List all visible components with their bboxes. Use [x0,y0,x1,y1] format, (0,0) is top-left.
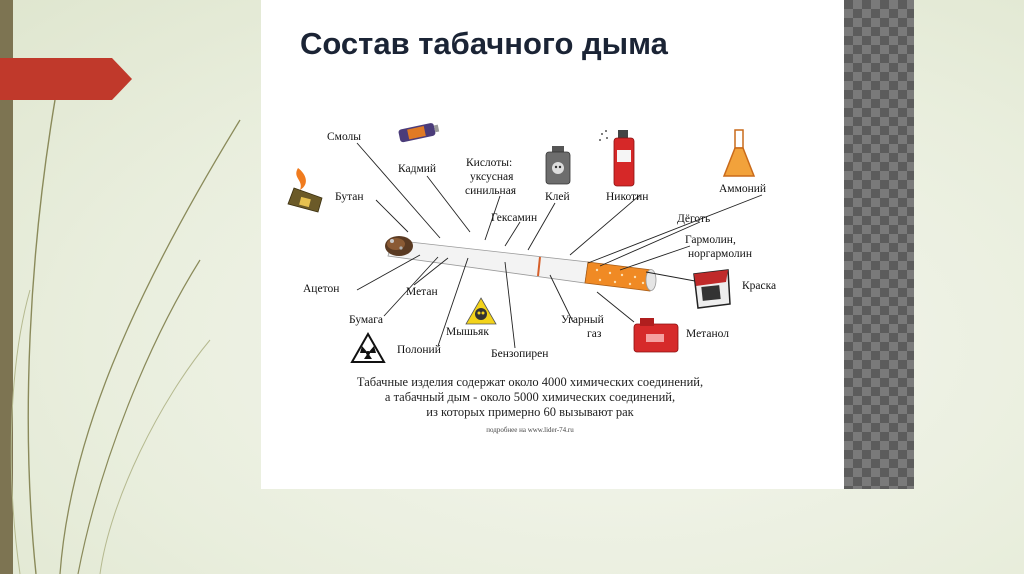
note-line-3: из которых примерно 60 вызывают рак [426,405,634,419]
lighter-icon [287,168,323,213]
label-degot: Дёготь [677,213,710,225]
label-ammoniy: Аммоний [719,183,766,195]
label-poloniy: Полоний [397,344,441,356]
label-garmolin-1: Гармолин, [685,234,736,246]
label-kisloty-2: уксусная [470,171,514,183]
slide-title: Состав табачного дыма [300,26,668,61]
note-line-2: а табачный дым - около 5000 химических с… [385,390,675,404]
label-kley: Клей [545,191,570,203]
label-geksamin: Гексамин [491,212,537,224]
skull-icon [465,297,497,325]
label-metanol: Метанол [686,328,729,340]
left-decor-strip [0,0,13,574]
cigarette [385,236,657,292]
label-ugarny-2: газ [587,328,602,340]
label-metan: Метан [406,286,438,298]
label-bumaga: Бумага [349,314,383,326]
slide-canvas [261,0,844,489]
radiation-icon [350,331,386,363]
flask-icon [722,129,756,177]
label-aceton: Ацетон [303,283,339,295]
label-myshyak: Мышьяк [446,326,489,338]
spray-can-icon [599,130,635,187]
label-nikotin: Никотин [606,191,648,203]
note-line-1: Табачные изделия содержат около 4000 хим… [357,375,703,389]
label-smoly: Смолы [327,131,361,143]
label-ugarny-1: Угарный [561,314,604,326]
decorative-swooshes [10,99,241,574]
glue-bottle-icon [545,146,571,185]
label-kisloty-1: Кислоты: [466,157,512,169]
label-kadmiy: Кадмий [398,163,436,175]
label-benzopiren: Бензопирен [491,348,548,360]
pattern-panel [844,0,914,489]
label-butan: Бутан [335,191,364,203]
label-garmolin-2: норгармолин [688,248,752,260]
cadmium-battery-icon [398,123,440,143]
label-kraska: Краска [742,280,776,292]
connector-lines [356,142,763,349]
note-source: подробнее на www.lider-74.ru [486,426,574,434]
slide-accent-arrow [0,58,132,100]
fuel-canister-icon [633,318,679,353]
paint-bucket-icon [693,269,731,309]
label-kisloty-3: синильная [465,185,517,197]
